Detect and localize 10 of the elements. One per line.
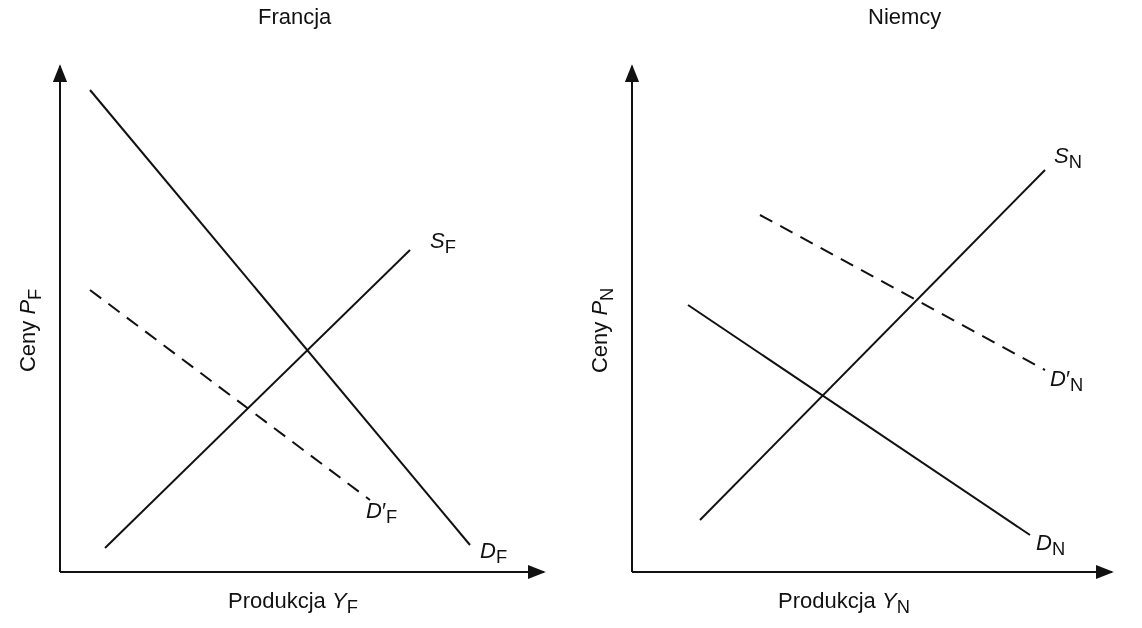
axis-label: Produkcja Y$_{N}$	[778, 590, 910, 617]
panel-title: Niemcy	[868, 6, 942, 28]
curve-label: D$_{F}$	[480, 540, 508, 567]
curve-label: D$_{N}$	[1036, 532, 1066, 559]
curve-label: D′$_{N}$	[1050, 368, 1084, 395]
axis-label: Produkcja Y$_{F}$	[228, 590, 358, 617]
panel-title: Francja	[258, 6, 332, 28]
curve-label: S$_{F}$	[430, 230, 456, 257]
curve-label: D′$_{F}$	[366, 500, 398, 527]
curve-label: S$_{N}$	[1054, 145, 1082, 172]
